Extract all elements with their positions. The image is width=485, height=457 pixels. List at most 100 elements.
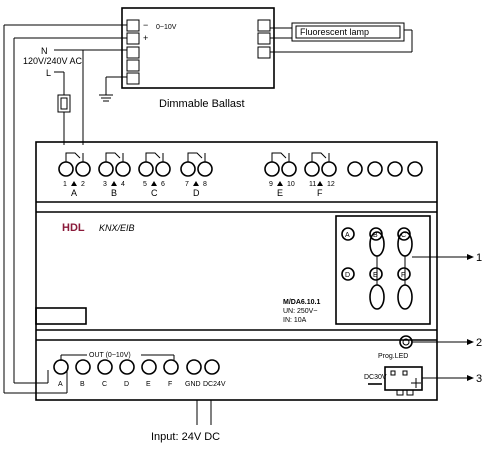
output-terminal: [163, 359, 179, 375]
relay-contact-icon: [311, 152, 327, 162]
relay-terminal: [304, 161, 320, 177]
input-label: Input: 24V DC: [151, 431, 220, 443]
callouts: 1 2 3: [412, 252, 482, 385]
relay-terminal: [115, 161, 131, 177]
relay-pin-label: 9: [269, 181, 273, 188]
relay-pin-label: 12: [327, 181, 335, 188]
relay-terminal: [155, 161, 171, 177]
prog-led-label: Prog.LED: [378, 353, 408, 360]
relay-pin-label: 3: [103, 181, 107, 188]
relay-terminal: [98, 161, 114, 177]
output-label: D: [124, 381, 129, 388]
ballast-plus: +: [143, 33, 148, 43]
output-label: B: [80, 381, 85, 388]
mains-l-label: L: [46, 68, 51, 78]
relay-contact-icon: [187, 152, 203, 162]
relay-terminal: [58, 161, 74, 177]
button-e-label: E: [373, 272, 378, 279]
relay-contact-icon: [145, 152, 161, 162]
button-c-label: C: [401, 232, 406, 239]
relay-letter-label: E: [277, 188, 283, 198]
relay-pin-label: 10: [287, 181, 295, 188]
relay-terminal: [138, 161, 154, 177]
spare-terminal: [347, 161, 363, 177]
dc30v-label: DC30V: [364, 374, 387, 381]
output-terminal-d: D: [119, 359, 135, 388]
callout-1: 1: [476, 252, 482, 264]
relay-group-e: 9 10E: [264, 152, 297, 198]
relay-letter-label: D: [193, 188, 200, 198]
output-terminal: [53, 359, 69, 375]
output-terminal: [204, 359, 220, 375]
hdl-logo: HDL: [62, 222, 85, 234]
relay-contact-icon: [65, 152, 81, 162]
actuator-device: HDL KNX/EIB M/DA6.10.1 UN: 250V~ IN: 10A…: [35, 141, 438, 443]
relay-group-c: 5 6C: [138, 152, 171, 198]
relay-terminal: [281, 161, 297, 177]
dimmable-ballast: − + 0~10V Dimmable Ballast: [121, 7, 275, 110]
button-a-label: A: [345, 232, 350, 239]
manual-button-panel: [335, 215, 431, 325]
relay-terminal: [197, 161, 213, 177]
spare-terminal: [407, 161, 423, 177]
model-name: M/DA6.10.1: [283, 299, 320, 306]
relay-pin-label: 5: [143, 181, 147, 188]
output-terminal: [75, 359, 91, 375]
relay-letter-label: F: [317, 188, 323, 198]
relay-group-f: 11 12F: [304, 152, 337, 198]
ballast-label: Dimmable Ballast: [159, 98, 245, 110]
relay-pin-label: 4: [121, 181, 125, 188]
button-b-label: B: [373, 232, 378, 239]
knx-logo: KNX/EIB: [99, 223, 135, 233]
relay-terminal: [75, 161, 91, 177]
relay-group-d: 7 8D: [180, 152, 213, 198]
relay-group-a: 1 2A: [58, 152, 91, 198]
prog-led-icon: [399, 335, 413, 349]
callout-3: 3: [476, 373, 482, 385]
output-terminal-b: B: [75, 359, 91, 388]
output-label: DC24V: [203, 381, 226, 388]
ballast-range: 0~10V: [156, 24, 177, 31]
model-voltage: UN: 250V~: [283, 308, 317, 315]
ballast-minus: −: [143, 20, 148, 30]
relay-pin-label: 8: [203, 181, 207, 188]
output-terminal: [141, 359, 157, 375]
relay-pin-label: 11: [309, 181, 316, 188]
mains-n-label: N: [41, 46, 48, 56]
output-terminal-c: C: [97, 359, 113, 388]
relay-pin-label: 7: [185, 181, 189, 188]
relay-group-b: 3 4B: [98, 152, 131, 198]
output-terminal-e: E: [141, 359, 157, 388]
relay-letter-label: A: [71, 188, 77, 198]
output-terminal-a: A: [53, 359, 69, 388]
relay-pin-label: 2: [81, 181, 85, 188]
relay-terminal: [321, 161, 337, 177]
output-label: E: [146, 381, 151, 388]
output-terminal-f: F: [163, 359, 179, 388]
mains-voltage-label: 120V/240V AC: [23, 56, 83, 66]
relay-pin-label: 1: [63, 181, 67, 188]
output-label: GND: [185, 381, 201, 388]
relay-letter-label: B: [111, 188, 117, 198]
output-terminal: [186, 359, 202, 375]
output-terminal-dc24v: DC24V: [203, 359, 226, 388]
relay-contact-icon: [105, 152, 121, 162]
relay-terminal: [180, 161, 196, 177]
relay-pin-label: 6: [161, 181, 165, 188]
spare-terminal: [387, 161, 403, 177]
fluorescent-lamp: Fluorescent lamp: [270, 22, 413, 53]
spare-terminal: [367, 161, 383, 177]
relay-letter-label: C: [151, 188, 158, 198]
callout-2: 2: [476, 337, 482, 349]
button-d-label: D: [345, 272, 350, 279]
model-current: IN: 10A: [283, 317, 307, 324]
output-label: A: [58, 381, 63, 388]
output-title: OUT (0~10V): [89, 352, 131, 359]
lamp-label: Fluorescent lamp: [300, 27, 369, 37]
relay-terminal: [264, 161, 280, 177]
output-terminal: [119, 359, 135, 375]
output-terminal-gnd: GND: [185, 359, 202, 388]
